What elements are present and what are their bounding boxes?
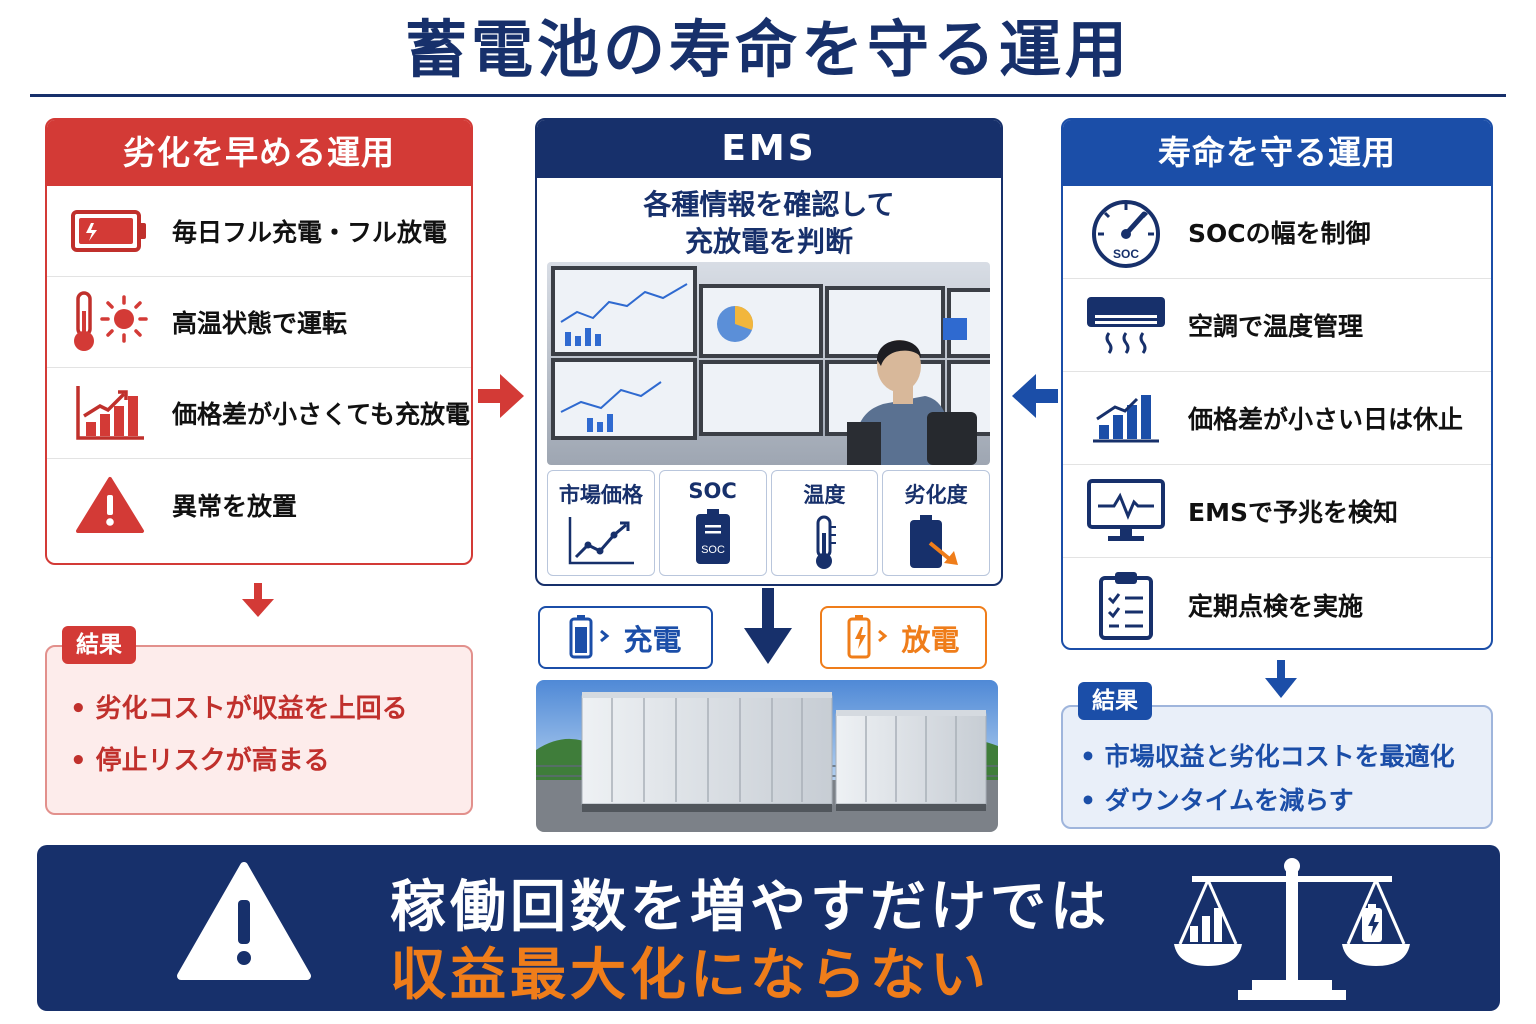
ems-subtitle: 各種情報を確認して 充放電を判断 (537, 186, 1001, 260)
list-item: 空調で温度管理 (1063, 279, 1491, 372)
monitor-pulse-icon (1063, 478, 1188, 544)
svg-text:SOC: SOC (1112, 247, 1138, 261)
ems-panel: EMS 各種情報を確認して 充放電を判断 (535, 118, 1003, 586)
list-item: 毎日フル充電・フル放電 (47, 186, 471, 277)
tile-temperature: 温度 (770, 470, 879, 576)
list-item-label: 毎日フル充電・フル放電 (172, 218, 448, 247)
ems-subtitle-line: 充放電を判断 (684, 225, 853, 258)
bad-operation-heading: 劣化を早める運用 (47, 120, 471, 186)
discharge-label: 放電 (901, 622, 960, 657)
battery-full-icon (47, 209, 172, 253)
good-result-tag: 結果 (1078, 682, 1152, 720)
list-item: EMSで予兆を検知 (1063, 465, 1491, 558)
charge-label-box: 充電 (538, 606, 713, 669)
arrow-down-icon (1265, 660, 1297, 698)
list-item: SOC SOCの幅を制御 (1063, 186, 1491, 279)
ems-info-tiles: 市場価格 SOC SOC 温度 劣化度 (547, 470, 990, 576)
tile-label: 劣化度 (904, 483, 968, 507)
line-chart-icon (566, 515, 636, 571)
page-title: 蓄電池の寿命を守る運用 (404, 13, 1131, 86)
arrow-down-icon (242, 583, 274, 617)
tile-market-price: 市場価格 (547, 470, 655, 576)
list-item-label: 空調で温度管理 (1188, 312, 1364, 341)
warning-icon (177, 862, 311, 980)
ems-heading: EMS (537, 120, 1001, 178)
tile-label: SOC (688, 479, 737, 503)
good-result-box (1061, 705, 1493, 829)
bar-chart-icon (1063, 391, 1188, 445)
tile-label: 温度 (803, 483, 846, 507)
battery-storage-photo (536, 680, 998, 832)
arrow-left-icon (1012, 374, 1058, 418)
battery-degradation-icon (908, 515, 964, 575)
list-item-label: 価格差が小さい日は休止 (1188, 405, 1464, 434)
balance-scale-icon (1174, 858, 1410, 1000)
bad-result-item: • 劣化コストが収益を上回る (70, 694, 408, 724)
bad-operation-panel: 劣化を早める運用 毎日フル充電・フル放電 高温状態で運転 価格差が小さくても充放… (45, 118, 473, 565)
arrow-right-icon (478, 374, 524, 418)
thermometer-sun-icon (47, 289, 172, 355)
operator-monitoring-photo (547, 262, 990, 465)
list-item-label: 高温状態で運転 (172, 309, 348, 338)
thermometer-icon (807, 515, 841, 575)
air-conditioner-icon (1063, 295, 1188, 355)
list-item-label: 異常を放置 (172, 491, 298, 521)
tile-soc: SOC SOC (658, 470, 767, 576)
warning-icon (47, 475, 172, 535)
list-item: 高温状態で運転 (47, 277, 471, 368)
good-result-item: • 市場収益と劣化コストを最適化 (1080, 742, 1455, 771)
arrow-down-icon (744, 588, 792, 664)
bad-result-item: • 停止リスクが高まる (70, 746, 330, 776)
battery-soc-icon: SOC (693, 509, 733, 569)
battery-charge-icon (569, 613, 615, 663)
list-item-label: EMSで予兆を検知 (1188, 498, 1398, 527)
ems-subtitle-line: 各種情報を確認して (643, 188, 895, 221)
list-item: 価格差が小さくても充放電 (47, 368, 471, 459)
bad-result-box (45, 645, 473, 815)
good-operation-heading: 寿命を守る運用 (1063, 120, 1491, 186)
list-item-label: 定期点検を実施 (1188, 591, 1364, 621)
conclusion-line-1: 稼働回数を増やすだけでは (390, 875, 1110, 940)
svg-text:SOC: SOC (701, 544, 725, 556)
list-item: 異常を放置 (47, 459, 471, 550)
gauge-icon: SOC (1063, 196, 1188, 268)
tile-degradation: 劣化度 (882, 470, 990, 576)
bad-result-tag: 結果 (62, 626, 136, 664)
title-underline (30, 94, 1506, 97)
clipboard-checklist-icon (1063, 570, 1188, 640)
tile-label: 市場価格 (558, 483, 643, 507)
list-item-label: SOCの幅を制御 (1188, 219, 1371, 248)
list-item: 定期点検を実施 (1063, 558, 1491, 648)
bar-chart-icon (47, 384, 172, 442)
good-result-item: • ダウンタイムを減らす (1080, 786, 1354, 815)
list-item-label: 価格差が小さくても充放電 (172, 400, 471, 429)
good-operation-panel: 寿命を守る運用 SOC SOCの幅を制御 空調で温度管理 価格差が小さい日は休止… (1061, 118, 1493, 650)
list-item: 価格差が小さい日は休止 (1063, 372, 1491, 465)
conclusion-line-2: 収益最大化にならない (390, 943, 990, 1008)
charge-label: 充電 (623, 622, 682, 657)
battery-discharge-icon (847, 613, 893, 663)
discharge-label-box: 放電 (820, 606, 987, 669)
